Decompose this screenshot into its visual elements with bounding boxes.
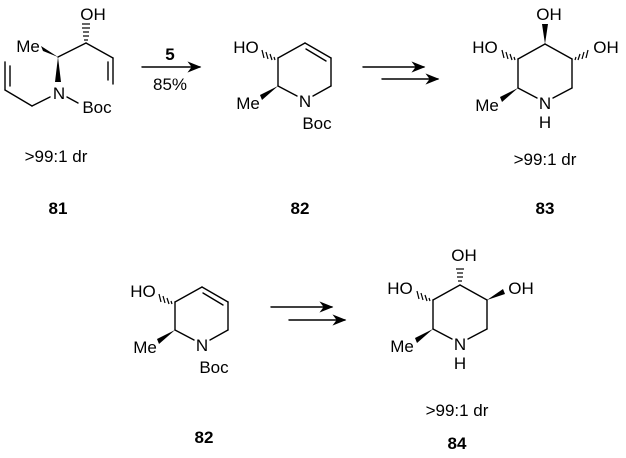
wedge-bond bbox=[55, 57, 61, 82]
me-label: Me bbox=[475, 96, 499, 115]
boc-label: Boc bbox=[199, 358, 229, 377]
wedge-bond bbox=[500, 88, 518, 102]
wedge-bond bbox=[487, 289, 505, 300]
wedge-bond bbox=[41, 46, 58, 57]
compound-81: OH Me N Boc >99:1 dr 81 bbox=[4, 5, 114, 218]
h-label: H bbox=[454, 354, 466, 373]
n-label: N bbox=[539, 94, 551, 113]
yield-label: 85% bbox=[153, 75, 187, 94]
ho-label: HO bbox=[472, 38, 498, 57]
compound-number: 81 bbox=[49, 199, 68, 218]
me-label: Me bbox=[133, 338, 157, 357]
oh-right-label: OH bbox=[508, 279, 534, 298]
n-label: N bbox=[454, 335, 466, 354]
oh-label: OH bbox=[80, 5, 106, 24]
n-label: N bbox=[196, 336, 208, 355]
compound-number: 83 bbox=[536, 199, 555, 218]
dr-label: >99:1 dr bbox=[426, 401, 489, 420]
compound-82-bottom: HO Me N Boc 82 bbox=[130, 282, 229, 447]
dr-label: >99:1 dr bbox=[25, 147, 88, 166]
oh-top-label: OH bbox=[536, 5, 562, 24]
oh-top-label: OH bbox=[451, 246, 477, 265]
wedge-bond bbox=[415, 329, 433, 343]
compound-84: OH HO OH Me N H >99:1 dr 84 bbox=[387, 246, 534, 453]
hashed-bond bbox=[501, 49, 589, 61]
hashed-bond bbox=[82, 23, 90, 41]
compound-number: 84 bbox=[448, 434, 467, 453]
reagent-label: 5 bbox=[165, 45, 174, 64]
hashed-bond bbox=[261, 49, 276, 61]
wedge-bond bbox=[542, 24, 548, 44]
compound-82: HO Me N Boc 82 bbox=[233, 38, 332, 218]
ho-label: HO bbox=[233, 38, 259, 57]
n-label: N bbox=[53, 84, 65, 103]
wedge-bond bbox=[260, 86, 278, 100]
me-label: Me bbox=[16, 37, 40, 56]
hashed-bond bbox=[416, 268, 464, 302]
ho-label: HO bbox=[130, 282, 156, 301]
multistep-arrow bbox=[270, 301, 347, 326]
n-label: N bbox=[299, 92, 311, 111]
ho-label: HO bbox=[387, 279, 413, 298]
dr-label: >99:1 dr bbox=[514, 150, 577, 169]
oh-right-label: OH bbox=[593, 38, 619, 57]
reaction-arrow: 5 85% bbox=[141, 45, 202, 94]
me-label: Me bbox=[390, 337, 414, 356]
compound-number: 82 bbox=[291, 199, 310, 218]
hashed-bond bbox=[158, 293, 173, 305]
compound-83: OH HO OH Me N H >99:1 dr 83 bbox=[472, 5, 619, 218]
boc-label: Boc bbox=[82, 98, 112, 117]
me-label: Me bbox=[236, 94, 260, 113]
h-label: H bbox=[539, 113, 551, 132]
wedge-bond bbox=[157, 330, 175, 344]
multistep-arrow bbox=[362, 61, 440, 85]
compound-number: 82 bbox=[195, 428, 214, 447]
boc-label: Boc bbox=[302, 114, 332, 133]
